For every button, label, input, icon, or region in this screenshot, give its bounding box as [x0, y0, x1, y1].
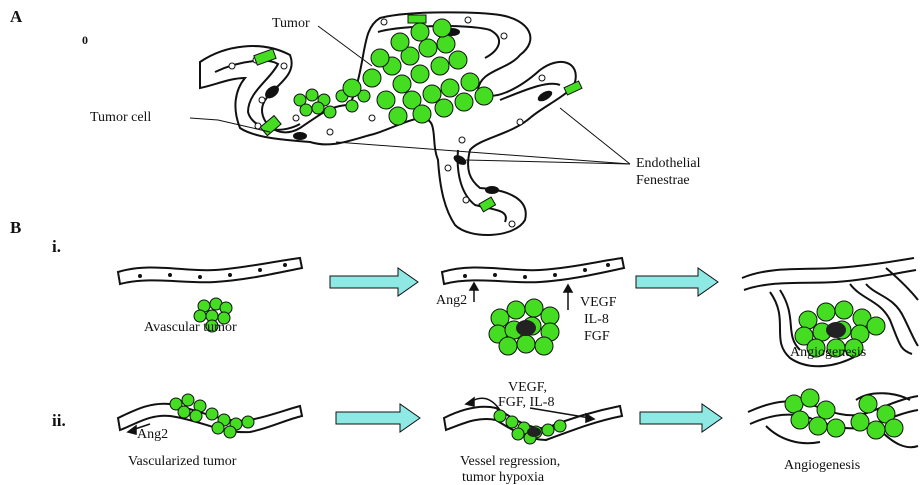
transition-arrow-i-2	[636, 268, 718, 296]
row-i-vessel-2	[442, 258, 624, 284]
transition-arrow-ii-2	[640, 404, 722, 432]
label-angiogenesis-ii: Angiogenesis	[784, 459, 860, 473]
label-tumor-hypoxia: tumor hypoxia	[462, 471, 544, 485]
row-i-growing-tumor	[489, 299, 559, 355]
row-i-numeral: i.	[52, 240, 61, 254]
label-vegf-ii: VEGF,	[508, 381, 547, 395]
label-ang2-i: Ang2	[436, 294, 467, 308]
label-angiogenesis-i: Angiogenesis	[790, 346, 866, 360]
label-ang2-ii: Ang2	[137, 428, 168, 442]
panel-b-letter: B	[10, 221, 21, 235]
label-tumor-cell: Tumor cell	[90, 111, 151, 125]
label-endothelial: Endothelial	[636, 157, 701, 171]
row-i-vessel-1	[118, 258, 302, 284]
row-ii-numeral: ii.	[52, 414, 66, 428]
label-il8: IL-8	[584, 313, 609, 327]
label-fgf-il8-ii: FGF, IL-8	[498, 396, 554, 410]
transition-arrow-ii-1	[336, 404, 420, 432]
panel-a-letter: A	[10, 10, 22, 24]
row-ii-regressing-tumor	[494, 410, 566, 444]
label-vessel-regression: Vessel regression,	[460, 455, 560, 469]
label-tumor: Tumor	[272, 17, 310, 31]
transition-arrow-i-1	[330, 268, 418, 296]
label-vascularized-tumor: Vascularized tumor	[128, 455, 236, 469]
label-fenestrae: Fenestrae	[636, 174, 690, 188]
label-vegf: VEGF	[580, 296, 617, 310]
label-avascular-tumor: Avascular tumor	[144, 321, 237, 335]
label-fgf: FGF	[584, 330, 610, 344]
tumor-mass	[294, 19, 493, 125]
panel-a-marker: 0	[82, 33, 88, 47]
